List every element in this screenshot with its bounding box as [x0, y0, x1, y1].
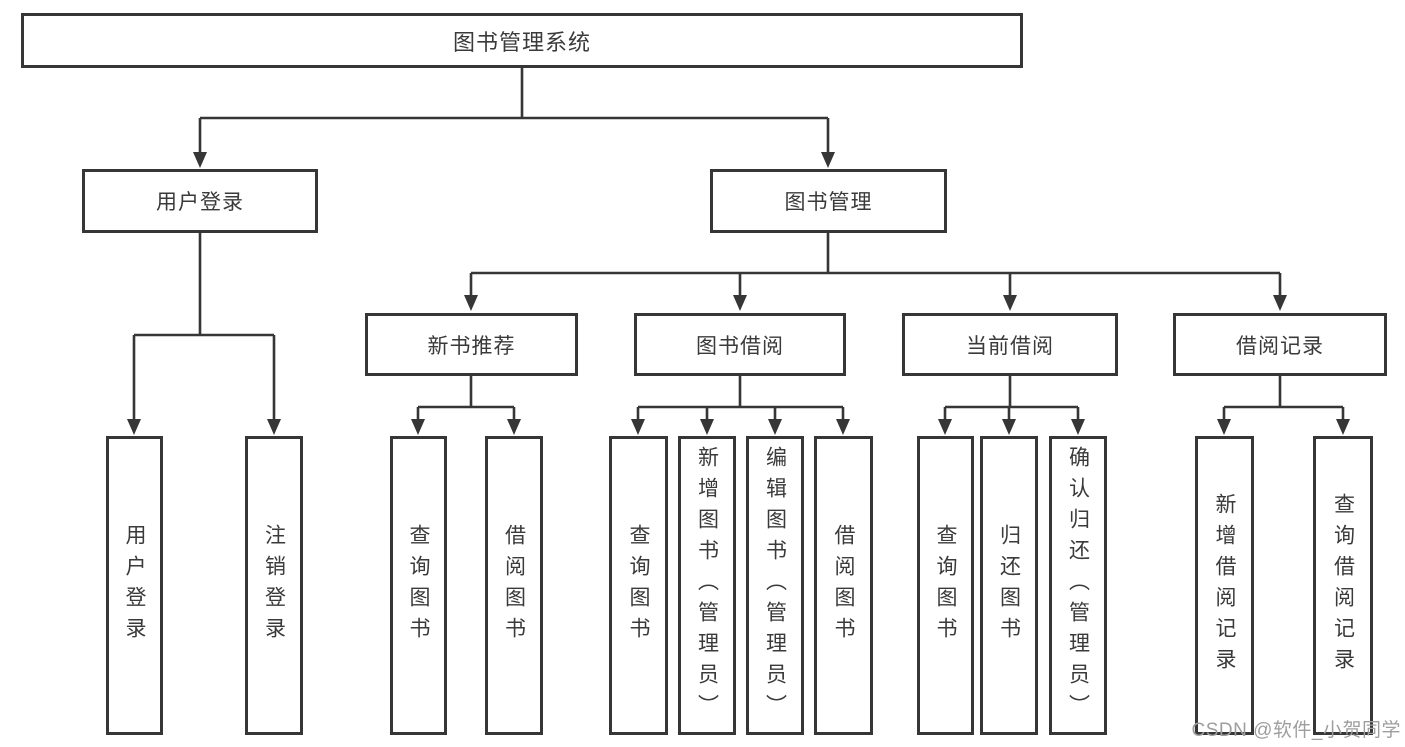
csdn-watermark: CSDN @软件_小贺同学 [1191, 720, 1401, 741]
leaf-logout-label: 注销登录 [262, 523, 286, 648]
leaf-query-book-recommend: 查询图书 [390, 436, 447, 735]
node-current-borrow: 当前借阅 [902, 313, 1118, 376]
node-book-borrow-label: 图书借阅 [696, 334, 784, 358]
leaf-borrow-book: 借阅图书 [814, 436, 873, 735]
node-book-borrow: 图书借阅 [634, 313, 846, 376]
leaf-query-borrow-record: 查询借阅记录 [1313, 436, 1373, 735]
leaf-query-book-current: 查询图书 [917, 436, 974, 735]
leaf-query-borrow-record-label: 查询借阅记录 [1331, 492, 1355, 679]
leaf-edit-book-admin: 编辑图书（管理员） [746, 436, 804, 735]
node-root-label: 图书管理系统 [452, 29, 591, 55]
node-borrow-records: 借阅记录 [1173, 313, 1387, 376]
leaf-add-borrow-record-label: 新增借阅记录 [1213, 492, 1236, 679]
leaf-confirm-return-admin: 确认归还（管理员） [1049, 436, 1107, 735]
node-root: 图书管理系统 [21, 13, 1023, 68]
leaf-add-borrow-record: 新增借阅记录 [1195, 436, 1254, 735]
leaf-borrow-book-recommend: 借阅图书 [485, 436, 543, 735]
leaf-return-book-label: 归还图书 [997, 523, 1021, 648]
leaf-logout: 注销登录 [245, 436, 303, 735]
leaf-user-login-label: 用户登录 [123, 523, 146, 648]
node-user-login-label: 用户登录 [156, 191, 244, 214]
node-book-management: 图书管理 [710, 169, 947, 233]
leaf-user-login: 用户登录 [106, 436, 163, 735]
node-current-borrow-label: 当前借阅 [966, 334, 1054, 358]
node-user-login: 用户登录 [82, 169, 318, 233]
leaf-return-book: 归还图书 [980, 436, 1038, 735]
leaf-confirm-return-admin-label: 确认归还（管理员） [1066, 446, 1090, 725]
leaf-query-book-borrow-label: 查询图书 [627, 523, 650, 648]
leaf-edit-book-admin-label: 编辑图书（管理员） [763, 446, 787, 725]
node-borrow-records-label: 借阅记录 [1236, 334, 1324, 358]
leaf-query-book-borrow: 查询图书 [609, 436, 668, 735]
leaf-add-book-admin: 新增图书（管理员） [678, 436, 736, 735]
leaf-query-book-current-label: 查询图书 [934, 523, 957, 648]
leaf-add-book-admin-label: 新增图书（管理员） [695, 446, 719, 725]
node-new-book-recommend: 新书推荐 [365, 313, 578, 376]
leaf-borrow-book-label: 借阅图书 [832, 523, 855, 648]
node-new-book-recommend-label: 新书推荐 [427, 334, 516, 358]
leaf-query-book-recommend-label: 查询图书 [407, 523, 430, 648]
node-book-management-label: 图书管理 [784, 191, 873, 214]
leaf-borrow-book-recommend-label: 借阅图书 [502, 523, 526, 648]
